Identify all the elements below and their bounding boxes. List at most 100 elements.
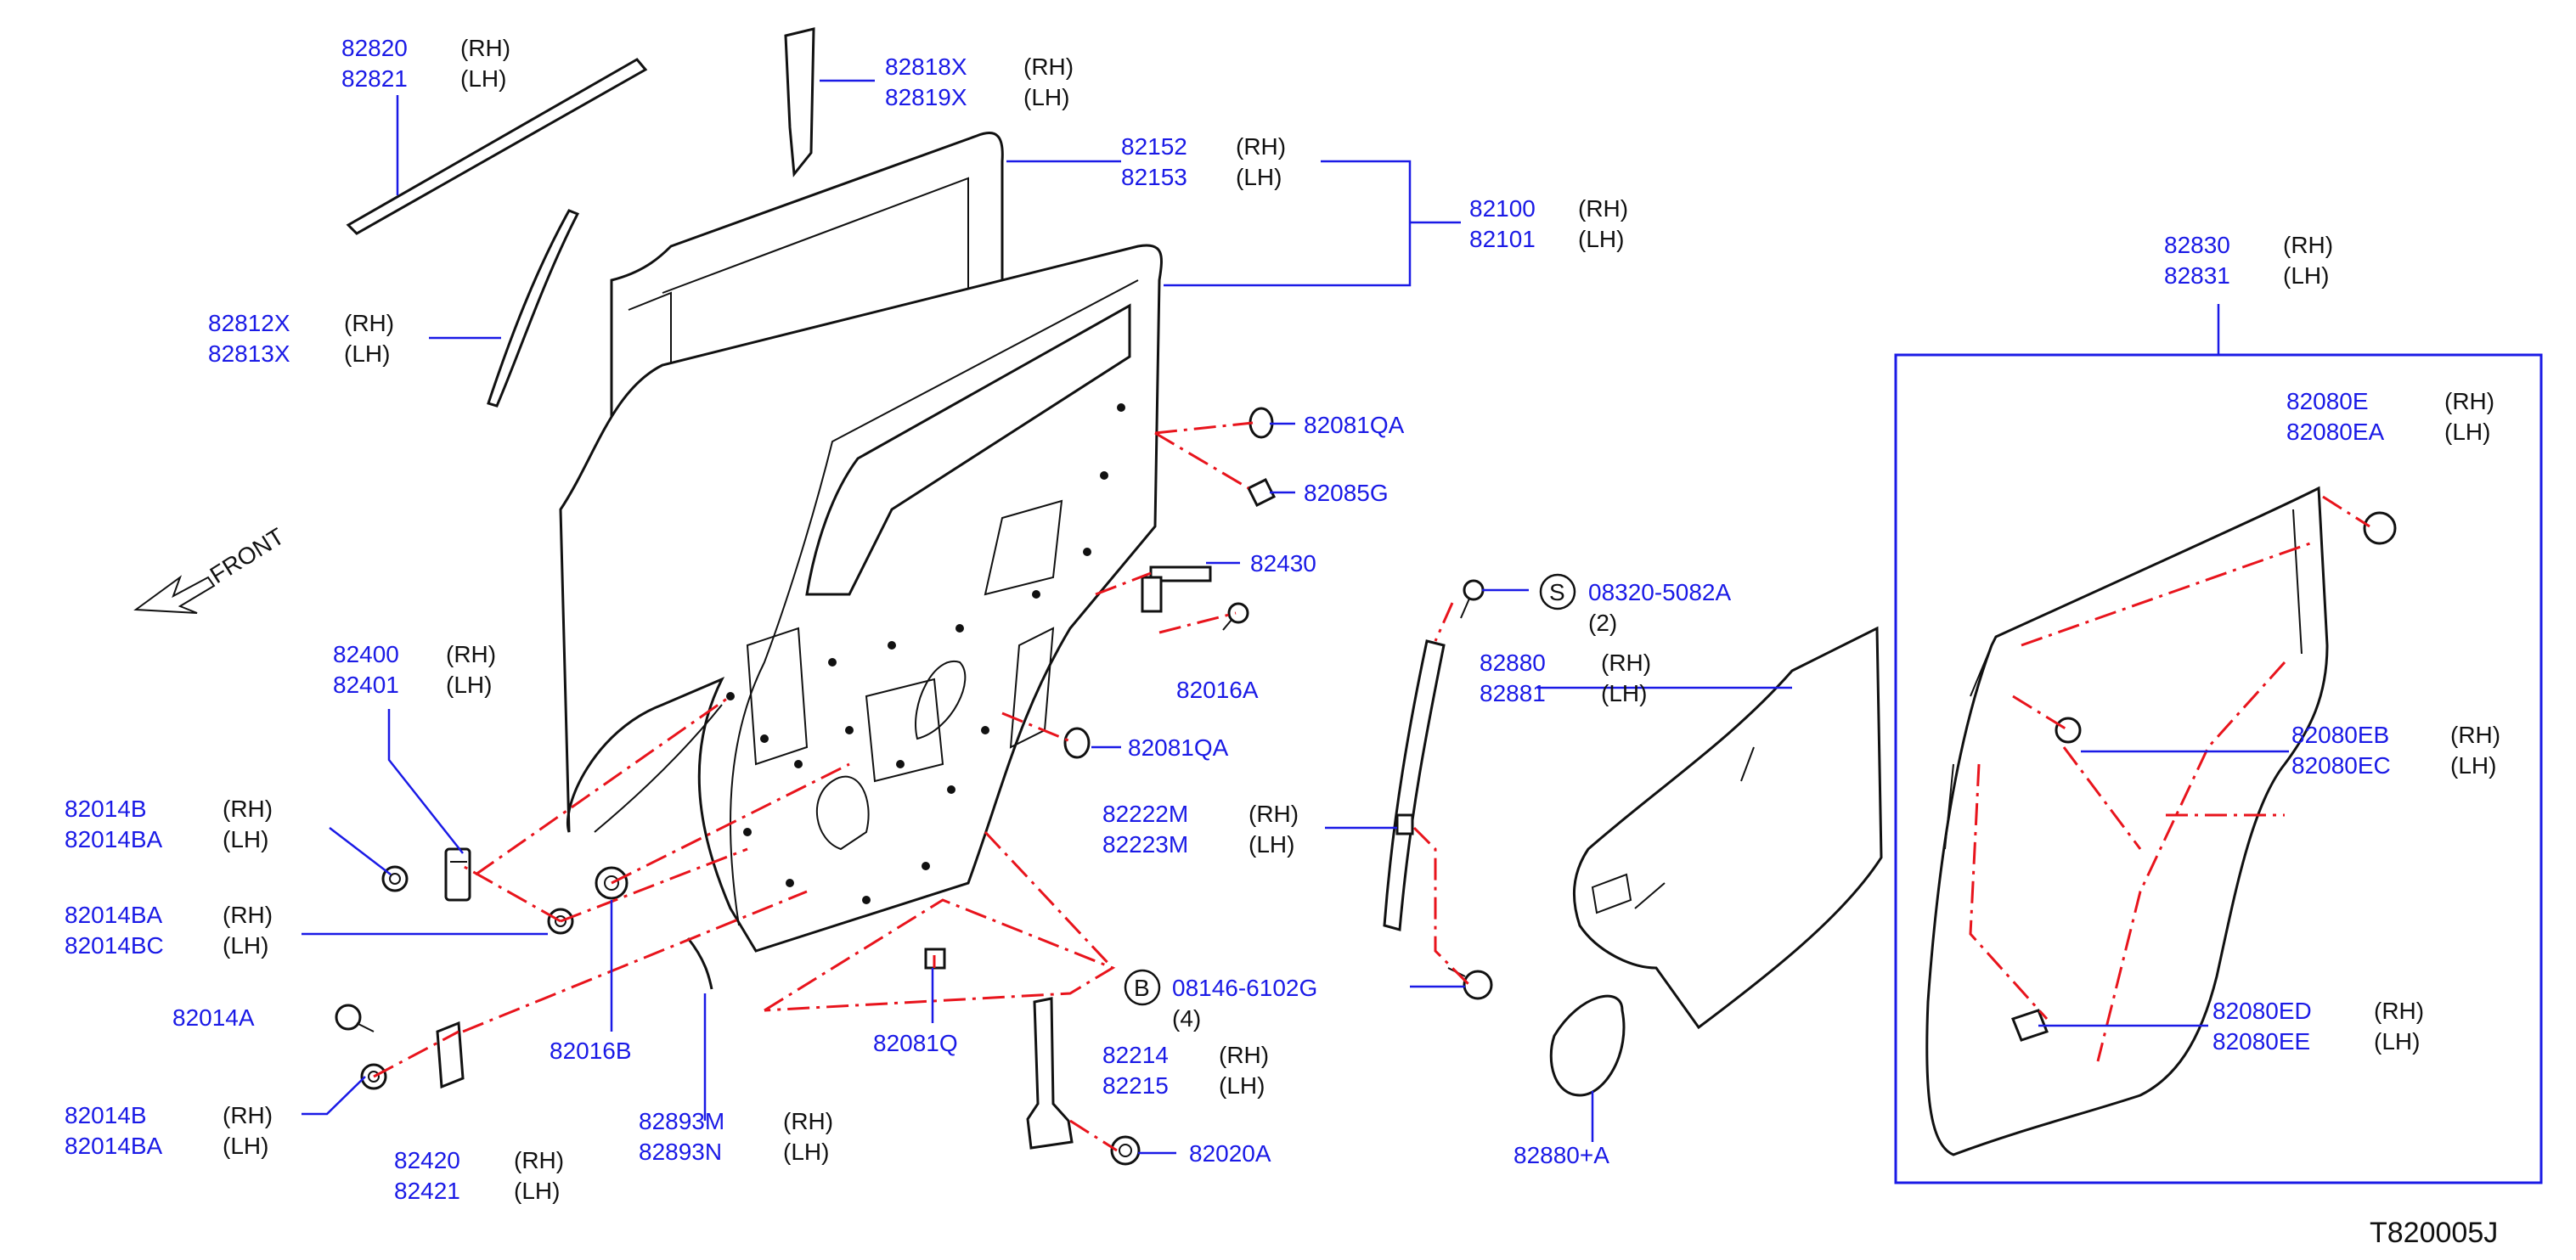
side-label: (LH) (1249, 831, 1294, 858)
side-label: (RH) (344, 310, 394, 336)
callout-82080EB: 82080EB (RH) 82080EC (LH) (2291, 722, 2500, 779)
side-label: (LH) (2444, 419, 2490, 445)
side-label: (RH) (2374, 998, 2424, 1024)
callout-82214: 82214 (RH) 82215 (LH) (1102, 1042, 1269, 1099)
side-label: (LH) (460, 65, 506, 92)
badge-letter: B (1134, 975, 1150, 1001)
front-label: FRONT (206, 523, 289, 588)
side-label: (LH) (223, 1133, 268, 1159)
door-weatherstrip (1925, 486, 2329, 1156)
part-number: 82819X (885, 84, 967, 110)
callout-82420: 82420 (RH) 82421 (LH) (394, 1147, 564, 1204)
quantity-label: (4) (1172, 1005, 1201, 1032)
clip-82080ED (2011, 1009, 2049, 1042)
part-number: 82152 (1121, 133, 1187, 160)
callout-82014A: 82014A (172, 1004, 255, 1031)
callout-82020A: 82020A (1189, 1140, 1271, 1167)
clip-82081QA-mid (1063, 727, 1091, 759)
callout-82014B-upper: 82014B (RH) 82014BA (LH) (65, 796, 273, 852)
part-number: 82085G (1304, 480, 1389, 506)
side-label: (LH) (223, 932, 268, 959)
callout-82016A: 82016A (1176, 677, 1259, 703)
door-panel (559, 244, 1163, 953)
part-number: 82100 (1469, 195, 1536, 222)
bolt-08146 (1447, 967, 1493, 1000)
callout-82830: 82830 (RH) 82831 (LH) (2164, 232, 2333, 289)
side-label: (RH) (1249, 801, 1299, 827)
bolt-82014A (335, 1004, 375, 1032)
side-label: (RH) (446, 641, 496, 667)
part-number: 82818X (885, 53, 967, 80)
callout-82014B-lower: 82014B (RH) 82014BA (LH) (65, 1102, 273, 1159)
part-number: 82420 (394, 1147, 460, 1173)
clip-82080E (2363, 511, 2397, 545)
part-number: 82080EB (2291, 722, 2389, 748)
part-number: 82215 (1102, 1072, 1169, 1099)
side-label: (RH) (1236, 133, 1286, 160)
callout-82080ED: 82080ED (RH) 82080EE (LH) (2212, 998, 2424, 1055)
screw-82020A (1110, 1135, 1141, 1166)
part-number: 82014BA (65, 1133, 163, 1159)
callout-82893M: 82893M (RH) 82893N (LH) (639, 1108, 833, 1165)
part-number: 08320-5082A (1588, 579, 1731, 605)
part-number: 82014BA (65, 902, 163, 928)
sash-tape-front (487, 209, 580, 408)
sealing-patch-82880A (1549, 994, 1626, 1097)
callout-08320-5082A: S 08320-5082A (2) (1539, 573, 1731, 636)
side-label: (LH) (1023, 84, 1069, 110)
part-number: 82893N (639, 1139, 722, 1165)
clip-82080EB (2055, 717, 2082, 744)
assembly-lines (373, 421, 2370, 1152)
screw-08320 (1460, 579, 1485, 619)
side-label: (LH) (1219, 1072, 1265, 1099)
sealing-screen (1572, 626, 1883, 1030)
part-number: 82080EC (2291, 752, 2391, 779)
leader-lines (302, 79, 2289, 1155)
part-number: 82016A (1176, 677, 1259, 703)
callout-82016B: 82016B (550, 1038, 632, 1064)
part-number: 82214 (1102, 1042, 1169, 1068)
side-label: (LH) (2450, 752, 2496, 779)
callout-82100: 82100 (RH) 82101 (LH) (1469, 195, 1628, 252)
callout-82820: 82820 (RH) 82821 (LH) (341, 35, 510, 92)
part-number: 82014BA (65, 826, 163, 852)
part-number: 82016B (550, 1038, 632, 1064)
side-label: (RH) (2444, 388, 2494, 414)
side-label: (RH) (1219, 1042, 1269, 1068)
side-label: (LH) (1601, 680, 1647, 706)
part-number: 82081Q (873, 1030, 958, 1056)
callout-82222M: 82222M (RH) 82223M (LH) (1102, 801, 1299, 858)
badge-letter: S (1549, 579, 1565, 605)
clip-82085G (1246, 477, 1277, 508)
part-number: 82222M (1102, 801, 1188, 827)
b-badge-icon (1124, 969, 1161, 1006)
part-number: 82820 (341, 35, 408, 61)
side-label: (LH) (2283, 262, 2329, 289)
side-label: (LH) (1578, 226, 1624, 252)
callout-82014BA: 82014BA (RH) 82014BC (LH) (65, 902, 273, 959)
side-label: (RH) (223, 902, 273, 928)
screw-82016A (1222, 602, 1249, 631)
part-number: 08146-6102G (1172, 975, 1317, 1001)
part-number: 82080EA (2286, 419, 2385, 445)
callout-08146-6102G: B 08146-6102G (4) (1124, 969, 1317, 1032)
side-label: (LH) (2374, 1028, 2420, 1055)
callout-82818X: 82818X (RH) 82819X (LH) (885, 53, 1074, 110)
callout-82880: 82880 (RH) 82881 (LH) (1480, 650, 1651, 706)
side-label: (LH) (344, 340, 390, 367)
small-weatherstrip (686, 937, 713, 990)
callout-82085G: 82085G (1304, 480, 1389, 506)
clip-82081QA-top (1249, 407, 1274, 439)
quantity-label: (2) (1588, 610, 1617, 636)
bracket-82430 (1141, 565, 1212, 613)
part-number: 82081QA (1128, 734, 1229, 761)
part-number: 82020A (1189, 1140, 1271, 1167)
part-number: 82014B (65, 796, 147, 822)
callout-82880A: 82880+A (1513, 1142, 1609, 1168)
glass-run-channel (1383, 639, 1446, 931)
callout-82081QA-mid: 82081QA (1128, 734, 1229, 761)
part-number: 82101 (1469, 226, 1536, 252)
part-number: 82014B (65, 1102, 147, 1128)
part-number: 82430 (1250, 550, 1316, 577)
